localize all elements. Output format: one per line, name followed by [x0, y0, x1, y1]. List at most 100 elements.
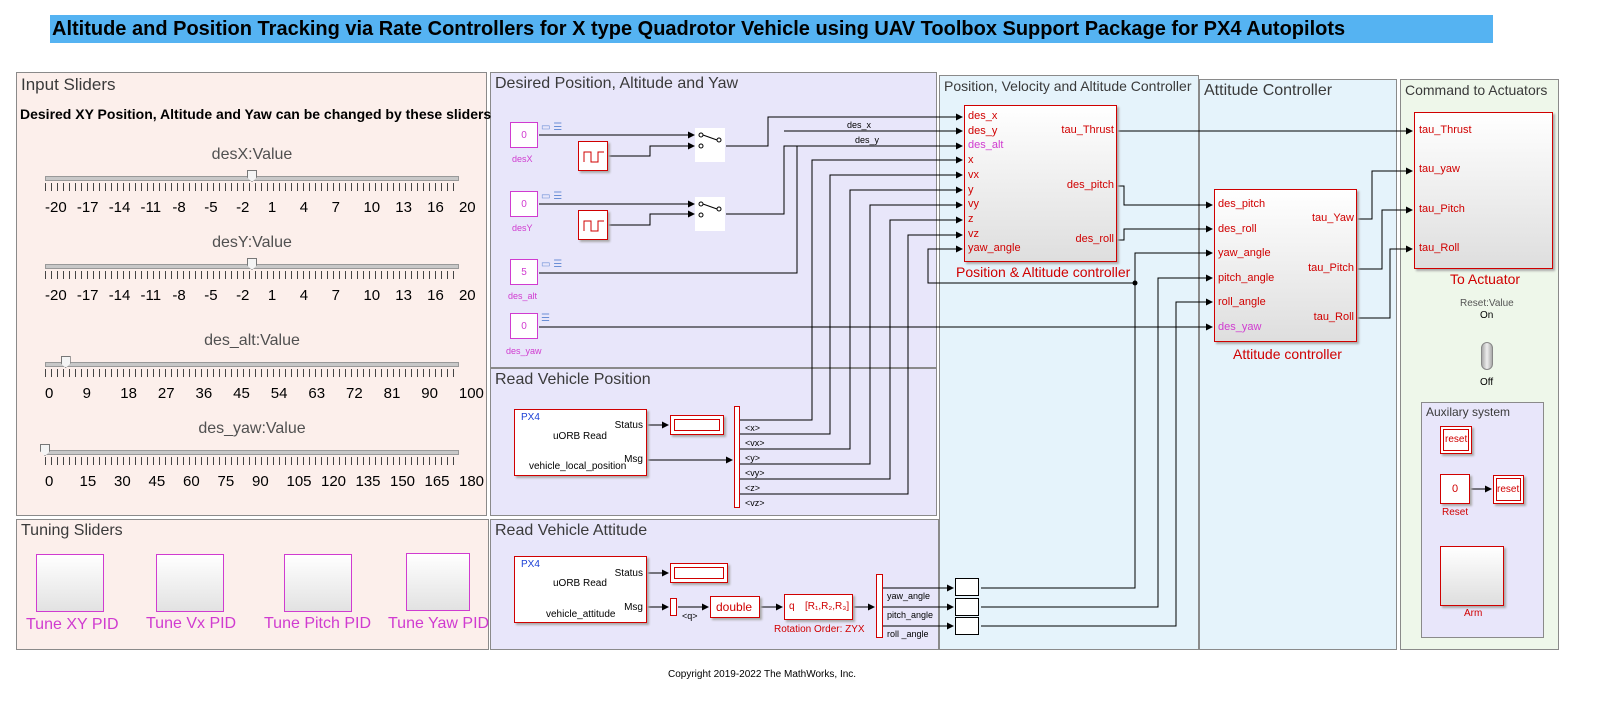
- slider-ticks: [45, 271, 459, 279]
- reset-goto-block[interactable]: reset: [1440, 426, 1472, 454]
- att-controller-input-port: yaw_angle: [1218, 247, 1271, 260]
- slider-thumb[interactable]: [40, 444, 50, 456]
- manual-switch-y[interactable]: [695, 197, 725, 231]
- slider-thumb[interactable]: [60, 356, 71, 368]
- actuator-input-port: tau_Thrust: [1419, 124, 1472, 136]
- att-controller-input-port: des_roll: [1218, 222, 1257, 235]
- double-label: double: [716, 600, 753, 614]
- status-display-position: [670, 415, 724, 435]
- position-output-label: <vz>: [745, 498, 765, 508]
- const-des-yaw[interactable]: 0: [510, 313, 538, 339]
- reset-from-block[interactable]: reset: [1493, 475, 1524, 504]
- uorb-read-attitude-block[interactable]: PX4 uORB Read Status Msg vehicle_attitud…: [514, 556, 647, 623]
- attitude-controller-block[interactable]: [1214, 189, 1357, 342]
- rot-output-label: [R₁,R₂,R₃]: [805, 601, 850, 612]
- tune-vx-pid-label: Tune Vx PID: [146, 615, 237, 632]
- uorb-read-position-block[interactable]: PX4 uORB Read Status Msg vehicle_local_p…: [514, 409, 647, 476]
- bus-selector-position: [734, 406, 740, 508]
- slider-track[interactable]: [45, 362, 459, 367]
- signal-generator-x[interactable]: [578, 141, 608, 171]
- slider-label: desX:Value: [211, 146, 293, 163]
- signal-label-des-y: des_y: [855, 135, 880, 145]
- att-output-roll: roll _angle: [887, 629, 929, 639]
- rot-input-label: q: [789, 601, 795, 612]
- position-output-label: <vx>: [745, 438, 765, 448]
- area-title: Command to Actuators: [1405, 82, 1548, 98]
- area-att-controller: Attitude Controller: [1199, 79, 1397, 650]
- tune-pitch-pid-label: Tune Pitch PID: [264, 615, 372, 632]
- pos-controller-input-port: des_y: [968, 124, 998, 137]
- pos-controller-output-port: tau_Thrust: [1061, 124, 1114, 136]
- pos-controller-input-port: x: [968, 154, 974, 167]
- px4-header: PX4: [521, 559, 540, 570]
- area-title: Input Sliders: [21, 75, 116, 94]
- slider-label: desY:Value: [212, 234, 292, 251]
- actuator-input-port: tau_Pitch: [1419, 202, 1465, 215]
- signal-generator-y[interactable]: [578, 210, 608, 240]
- slider-ticks: [45, 457, 459, 465]
- block-title: uORB Read: [553, 578, 607, 589]
- pos-controller-output-port: des_pitch: [1066, 179, 1114, 191]
- att-controller-output-port: tau_Pitch: [1308, 262, 1354, 274]
- pos-controller-input-port: z: [968, 212, 974, 225]
- topic-name: vehicle_local_position: [529, 461, 627, 472]
- slider-description: Desired XY Position, Altitude and Yaw ca…: [20, 106, 492, 122]
- area-title: Desired Position, Altitude and Yaw: [495, 75, 739, 92]
- quat-to-rotation-block[interactable]: q [R₁,R₂,R₃]: [784, 594, 853, 620]
- to-actuator-block[interactable]: [1414, 112, 1553, 269]
- px4-header: PX4: [521, 412, 540, 423]
- port-status: Status: [614, 568, 643, 579]
- att-controller-output-port: tau_Roll: [1313, 311, 1354, 323]
- actuator-input-port: tau_Roll: [1419, 241, 1460, 254]
- area-title: Position, Velocity and Altitude Controll…: [944, 78, 1192, 94]
- copyright: Copyright 2019-2022 The MathWorks, Inc.: [668, 669, 857, 680]
- manual-switch-x[interactable]: [695, 128, 725, 162]
- slider-label: des_yaw:Value: [198, 420, 306, 437]
- att-controller-output-port: tau_Yaw: [1312, 212, 1354, 224]
- area-input-sliders: Input Sliders: [16, 72, 487, 516]
- const-des-alt[interactable]: 5: [510, 259, 538, 285]
- slider-thumb[interactable]: [247, 170, 257, 182]
- reset-from-label: reset: [1497, 484, 1520, 495]
- arm-name: Arm: [1464, 608, 1483, 619]
- area-title: Attitude Controller: [1204, 82, 1333, 99]
- arm-block[interactable]: [1440, 546, 1504, 606]
- pos-controller-output-port: des_roll: [1075, 233, 1114, 245]
- slider-tick-labels: 0153045607590105120135150165180: [45, 473, 484, 490]
- rate-transition-icon: [955, 578, 979, 596]
- port-status: Status: [614, 420, 643, 431]
- const-des-yaw-name: des_yaw: [506, 346, 542, 356]
- switch-on-label: On: [1480, 310, 1494, 321]
- position-altitude-controller-block[interactable]: [964, 105, 1117, 262]
- demux-attitude: [876, 574, 883, 638]
- rotation-order-caption: Rotation Order: ZYX: [774, 624, 865, 635]
- const-desy[interactable]: 0: [510, 191, 538, 217]
- area-title: Read Vehicle Position: [495, 371, 651, 388]
- page-title: Altitude and Position Tracking via Rate …: [50, 15, 1493, 43]
- port-msg: Msg: [624, 602, 643, 613]
- position-output-label: <vy>: [745, 468, 765, 478]
- pos-controller-input-port: yaw_angle: [968, 242, 1021, 255]
- const-des-alt-name: des_alt: [508, 291, 538, 301]
- status-display-attitude: [670, 563, 728, 583]
- tune-xy-pid-block[interactable]: [36, 554, 104, 612]
- tune-pitch-pid-block[interactable]: [284, 554, 352, 612]
- slider-ticks: [45, 369, 459, 377]
- slider-thumb[interactable]: [247, 258, 257, 270]
- pos-controller-input-port: vy: [968, 198, 979, 211]
- reset-toggle-switch[interactable]: [1481, 342, 1493, 370]
- att-controller-name: Attitude controller: [1233, 346, 1342, 362]
- att-controller-input-port: roll_angle: [1218, 296, 1266, 309]
- reset-constant-name: Reset: [1442, 507, 1469, 518]
- tune-yaw-pid-block[interactable]: [406, 553, 470, 611]
- reset-constant-block[interactable]: 0: [1440, 474, 1470, 504]
- tune-vx-pid-block[interactable]: [156, 554, 224, 612]
- rate-transition-icon: [955, 617, 979, 635]
- att-controller-input-port: des_yaw: [1218, 321, 1262, 333]
- data-type-conversion-block[interactable]: double: [710, 596, 760, 618]
- area-title: Tuning Sliders: [21, 522, 123, 539]
- port-msg: Msg: [624, 454, 643, 465]
- att-output-yaw: yaw_angle: [887, 591, 931, 601]
- reset-goto-label: reset: [1445, 434, 1468, 445]
- const-desx[interactable]: 0: [510, 122, 538, 148]
